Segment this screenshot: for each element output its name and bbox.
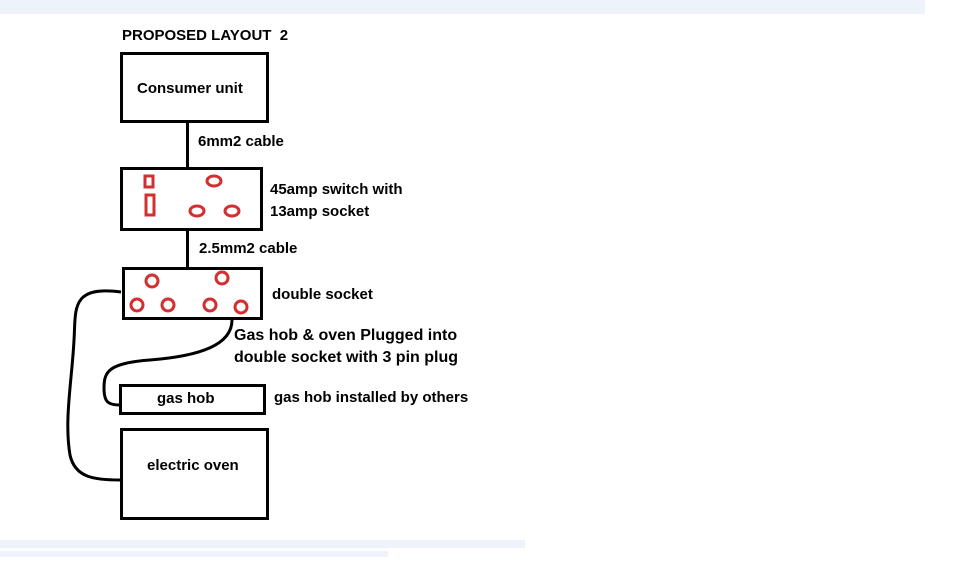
cable-2-5mm-label: 2.5mm2 cable (199, 240, 298, 257)
double-socket-pin-5 (202, 297, 218, 313)
top-band (0, 0, 925, 14)
consumer-unit-box: Consumer unit (120, 52, 269, 123)
socket-pin-live (188, 204, 206, 218)
double-socket-pin-3 (129, 297, 145, 313)
gas-hob-box: gas hob (119, 384, 266, 415)
hob-lead (102, 319, 234, 407)
socket-pin-earth (205, 174, 223, 188)
switch-socket-label: 45amp switch with 13amp socket (270, 181, 403, 220)
double-socket-label: double socket (272, 286, 373, 303)
plug-note-line1: Gas hob & oven Plugged into (234, 327, 458, 344)
gas-hob-label: gas hob (157, 390, 215, 407)
oven-lead (66, 289, 122, 482)
electric-oven-label: electric oven (147, 457, 239, 474)
double-socket-box (122, 267, 263, 320)
diagram-title: PROPOSED LAYOUT 2 (122, 27, 289, 44)
cable-6mm-label: 6mm2 cable (198, 133, 284, 150)
electric-oven-box: electric oven (120, 428, 269, 520)
double-socket-pin-4 (160, 297, 176, 313)
cable-2-5mm-wire (186, 229, 189, 269)
double-socket-pin-1 (144, 273, 160, 289)
switch-slot-large (144, 193, 156, 217)
bottom-band-2 (0, 551, 388, 557)
double-socket-pin-2 (214, 270, 230, 286)
double-socket-pin-6 (233, 299, 249, 315)
socket-pin-neutral (223, 204, 241, 218)
bottom-band (0, 540, 525, 548)
switch-slot-small (143, 174, 155, 189)
cable-6mm-wire (186, 121, 189, 169)
plug-note-line2: double socket with 3 pin plug (234, 349, 459, 366)
gas-hob-note: gas hob installed by others (274, 389, 469, 406)
consumer-unit-label: Consumer unit (137, 80, 243, 97)
